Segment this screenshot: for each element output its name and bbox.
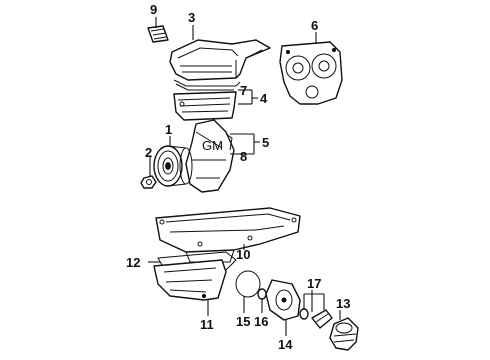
part-10-upper-oil-pan [155, 207, 301, 263]
callout-6: 6 [311, 18, 318, 33]
callout-2: 2 [145, 145, 152, 160]
leader-lines [148, 17, 341, 336]
part-15-o-ring [235, 270, 261, 298]
callout-1: 1 [165, 122, 172, 137]
part-2-bolt [140, 175, 157, 189]
part-7-gasket [173, 79, 241, 91]
callout-7: 7 [240, 83, 247, 98]
part-6-rear-plate [279, 41, 343, 105]
callout-8: 8 [240, 149, 247, 164]
part-4-middle-cover [173, 91, 237, 121]
svg-text:GM: GM [202, 138, 223, 153]
callout-labels: 9 3 6 7 4 1 5 2 8 10 12 11 15 16 17 13 1… [126, 2, 350, 352]
callout-14: 14 [278, 337, 293, 352]
callout-17: 17 [307, 276, 321, 291]
part-3-upper-cover [169, 39, 271, 81]
part-8-lower-cover: GM [185, 119, 235, 193]
part-14-filter-adapter [265, 279, 301, 321]
part-11-lower-oil-pan [153, 259, 227, 301]
callout-12: 12 [126, 255, 140, 270]
callout-4: 4 [260, 91, 268, 106]
callout-13: 13 [336, 296, 350, 311]
part-17-sensor [299, 308, 333, 329]
callout-16: 16 [254, 314, 268, 329]
callout-9: 9 [150, 2, 157, 17]
callout-15: 15 [236, 314, 250, 329]
callout-5: 5 [262, 135, 269, 150]
callout-11: 11 [200, 317, 214, 332]
callout-10: 10 [236, 247, 250, 262]
callout-3: 3 [188, 10, 195, 25]
part-1-pulley [153, 145, 193, 187]
part-9-bracket [147, 25, 169, 43]
part-16-seal [257, 288, 267, 300]
part-13-oil-filter [329, 317, 359, 351]
